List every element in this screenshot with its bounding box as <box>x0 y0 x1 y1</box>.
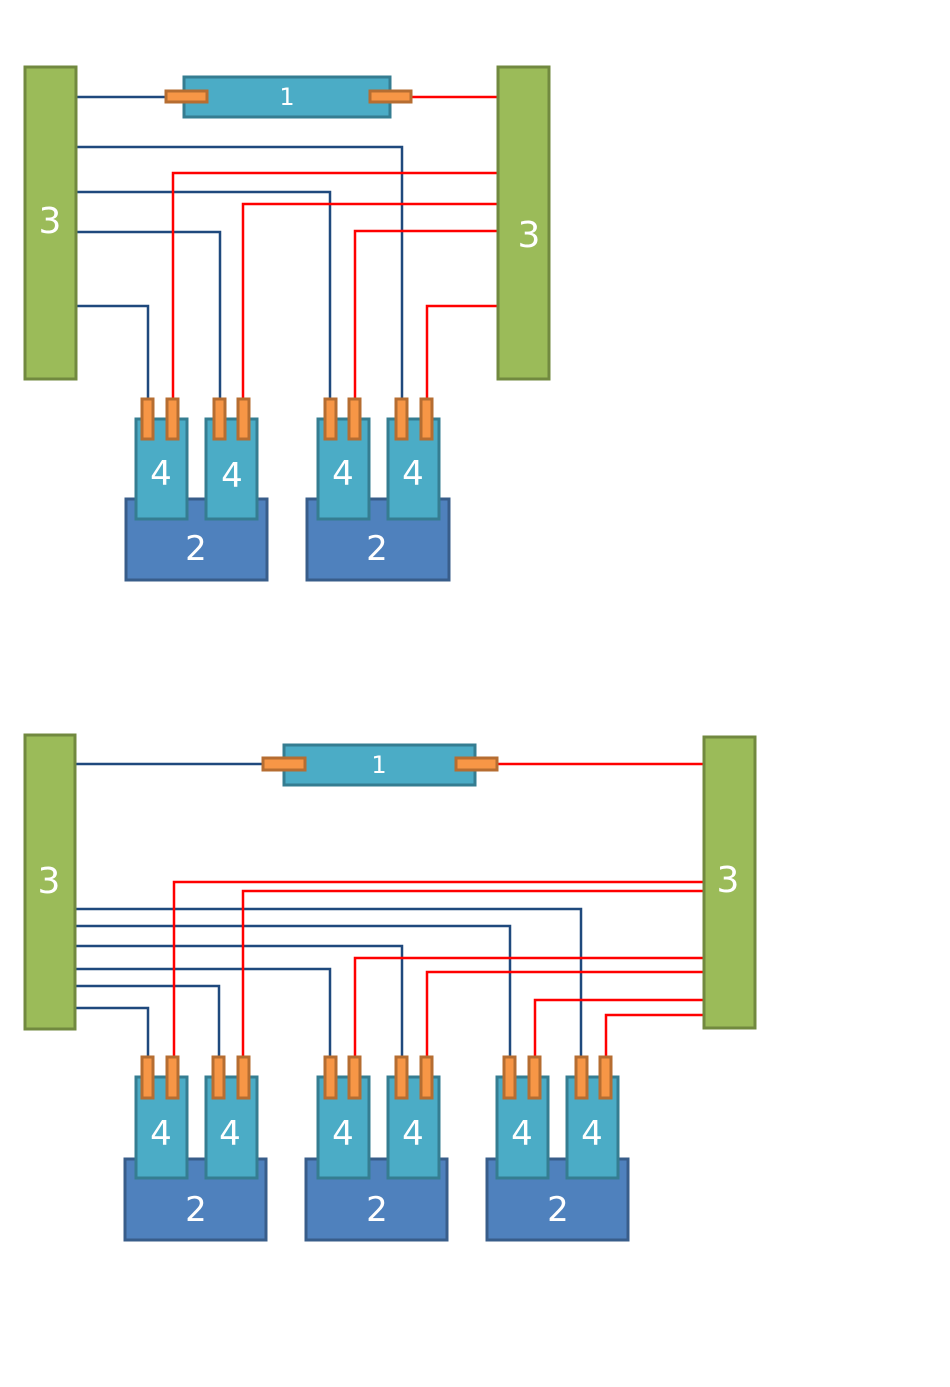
bottom-wire-red-2 <box>243 891 704 1058</box>
bottom-group-2-module-2-label: 4 <box>402 1114 424 1154</box>
bottom-wire-red-5 <box>535 1000 704 1058</box>
bottom-group-1-module-2-label: 4 <box>219 1114 241 1154</box>
top-group-2-base-label: 2 <box>366 529 388 569</box>
bottom-wire-blue-1 <box>76 909 581 1058</box>
bottom-group-2-base-label: 2 <box>366 1190 388 1230</box>
bottom-group-2: 2 4 4 <box>306 1057 447 1240</box>
top-group-1: 2 4 4 <box>126 399 267 580</box>
bottom-pin <box>349 1057 360 1098</box>
bottom-group-1-base-label: 2 <box>185 1190 207 1230</box>
bottom-pin <box>167 1057 178 1098</box>
bottom-pin <box>421 1057 432 1098</box>
bottom-tube-pin-left <box>263 758 305 770</box>
bottom-pin <box>325 1057 336 1098</box>
top-tube: 1 <box>166 77 411 117</box>
top-group-2-module-1-label: 4 <box>332 454 354 494</box>
bottom-pin <box>504 1057 515 1098</box>
bottom-group-3-module-1-label: 4 <box>511 1114 533 1154</box>
bottom-pin <box>529 1057 540 1098</box>
bottom-wires <box>76 764 704 1058</box>
bottom-left-rail: 3 <box>25 735 75 1029</box>
top-pin <box>349 399 360 439</box>
bottom-wire-blue-4 <box>76 969 330 1058</box>
top-wire-red-2 <box>243 204 498 400</box>
bottom-group-3: 2 4 4 <box>487 1057 628 1240</box>
top-pin <box>238 399 249 439</box>
top-pin <box>214 399 225 439</box>
top-wires <box>76 97 498 400</box>
top-tube-pin-left <box>166 91 207 102</box>
bottom-pin <box>238 1057 249 1098</box>
bottom-right-rail: 3 <box>704 737 755 1028</box>
bottom-group-3-base-label: 2 <box>547 1190 569 1230</box>
top-pin <box>421 399 432 439</box>
bottom-diagram: 1 3 3 2 4 4 2 <box>25 735 755 1240</box>
bottom-tube: 1 <box>263 745 497 785</box>
top-group-1-base-label: 2 <box>185 529 207 569</box>
top-left-rail-label: 3 <box>39 201 62 242</box>
top-wire-red-1 <box>173 173 498 400</box>
bottom-group-1-module-1-label: 4 <box>150 1114 172 1154</box>
top-right-rail-label: 3 <box>518 215 541 256</box>
bottom-wire-blue-3 <box>76 946 402 1058</box>
bottom-group-3-module-2-label: 4 <box>581 1114 603 1154</box>
bottom-left-rail-label: 3 <box>38 861 61 902</box>
top-left-rail: 3 <box>25 67 76 379</box>
top-tube-pin-right <box>370 91 411 102</box>
top-group-1-module-1-label: 4 <box>150 454 172 494</box>
top-pin <box>142 399 153 439</box>
bottom-right-rail-label: 3 <box>717 860 740 901</box>
bottom-pin <box>396 1057 407 1098</box>
top-diagram: 1 3 3 2 4 4 2 <box>25 67 549 580</box>
top-group-1-module-2-label: 4 <box>221 456 243 496</box>
top-wire-blue-4 <box>76 306 148 400</box>
top-group-2-module-2-label: 4 <box>402 454 424 494</box>
bottom-wire-blue-6 <box>76 1008 148 1058</box>
top-wire-blue-1 <box>76 147 402 400</box>
bottom-group-2-module-1-label: 4 <box>332 1114 354 1154</box>
bottom-pin <box>213 1057 224 1098</box>
top-pin <box>167 399 178 439</box>
top-wire-red-4 <box>427 306 498 400</box>
bottom-pin <box>142 1057 153 1098</box>
bottom-tube-label: 1 <box>371 751 386 779</box>
bottom-wire-red-6 <box>606 1015 704 1058</box>
bottom-group-1: 2 4 4 <box>125 1057 266 1240</box>
top-wire-blue-2 <box>76 192 330 400</box>
top-right-rail: 3 <box>498 67 549 379</box>
bottom-pin <box>576 1057 587 1098</box>
top-tube-label: 1 <box>279 83 294 111</box>
bottom-pin <box>600 1057 611 1098</box>
top-pin <box>325 399 336 439</box>
top-pin <box>396 399 407 439</box>
top-group-2: 2 4 4 <box>307 399 449 580</box>
bottom-tube-pin-right <box>456 758 497 770</box>
